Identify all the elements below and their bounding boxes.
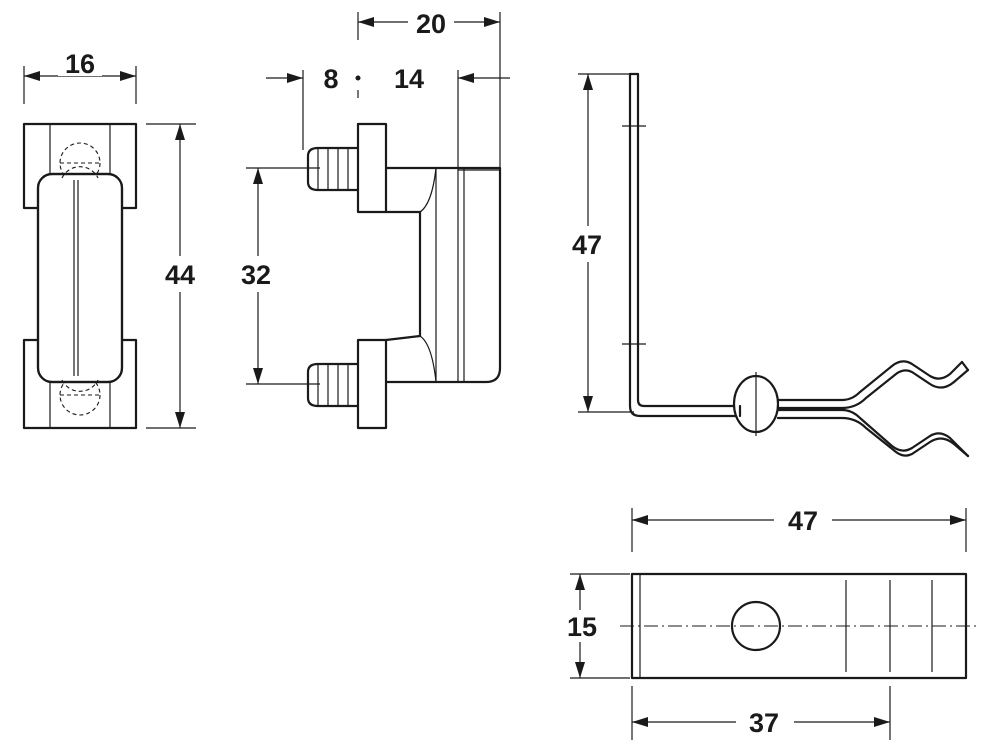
bracket-view: 47 xyxy=(560,72,970,458)
label-side-total: 20 xyxy=(416,9,446,39)
side-bottom-dowel xyxy=(306,362,360,408)
dimension-plan-hole: 37 xyxy=(631,686,891,740)
dimension-front-height: 44 xyxy=(146,123,202,429)
label-side-spacing: 32 xyxy=(241,260,271,290)
dimension-side-total: 20 xyxy=(357,6,501,168)
label-front-height: 44 xyxy=(165,260,195,290)
dimension-plan-width: 15 xyxy=(558,573,630,679)
front-top-block xyxy=(22,122,138,210)
dimension-side-spacing: 32 xyxy=(232,167,320,385)
label-side-pin: 8 xyxy=(323,64,338,94)
front-body xyxy=(36,172,124,384)
label-side-body: 14 xyxy=(394,64,424,94)
dimension-side-pin: 8 xyxy=(266,64,361,150)
label-plan-width: 15 xyxy=(567,612,597,642)
dimension-side-body: 14 xyxy=(394,64,510,168)
plan-hole xyxy=(730,600,782,652)
label-plan-length: 47 xyxy=(788,506,818,536)
dimension-bracket-height: 47 xyxy=(560,73,638,413)
label-bracket-height: 47 xyxy=(572,230,602,260)
label-front-width: 16 xyxy=(65,49,95,79)
dimension-plan-length: 47 xyxy=(631,502,967,552)
label-plan-hole: 37 xyxy=(749,708,779,738)
front-view: 16 44 xyxy=(22,48,202,430)
dimension-front-width: 16 xyxy=(23,48,137,104)
plan-view: 47 15 37 xyxy=(558,502,978,740)
side-view: 20 8 14 xyxy=(232,6,510,430)
side-top-dowel xyxy=(306,146,360,192)
